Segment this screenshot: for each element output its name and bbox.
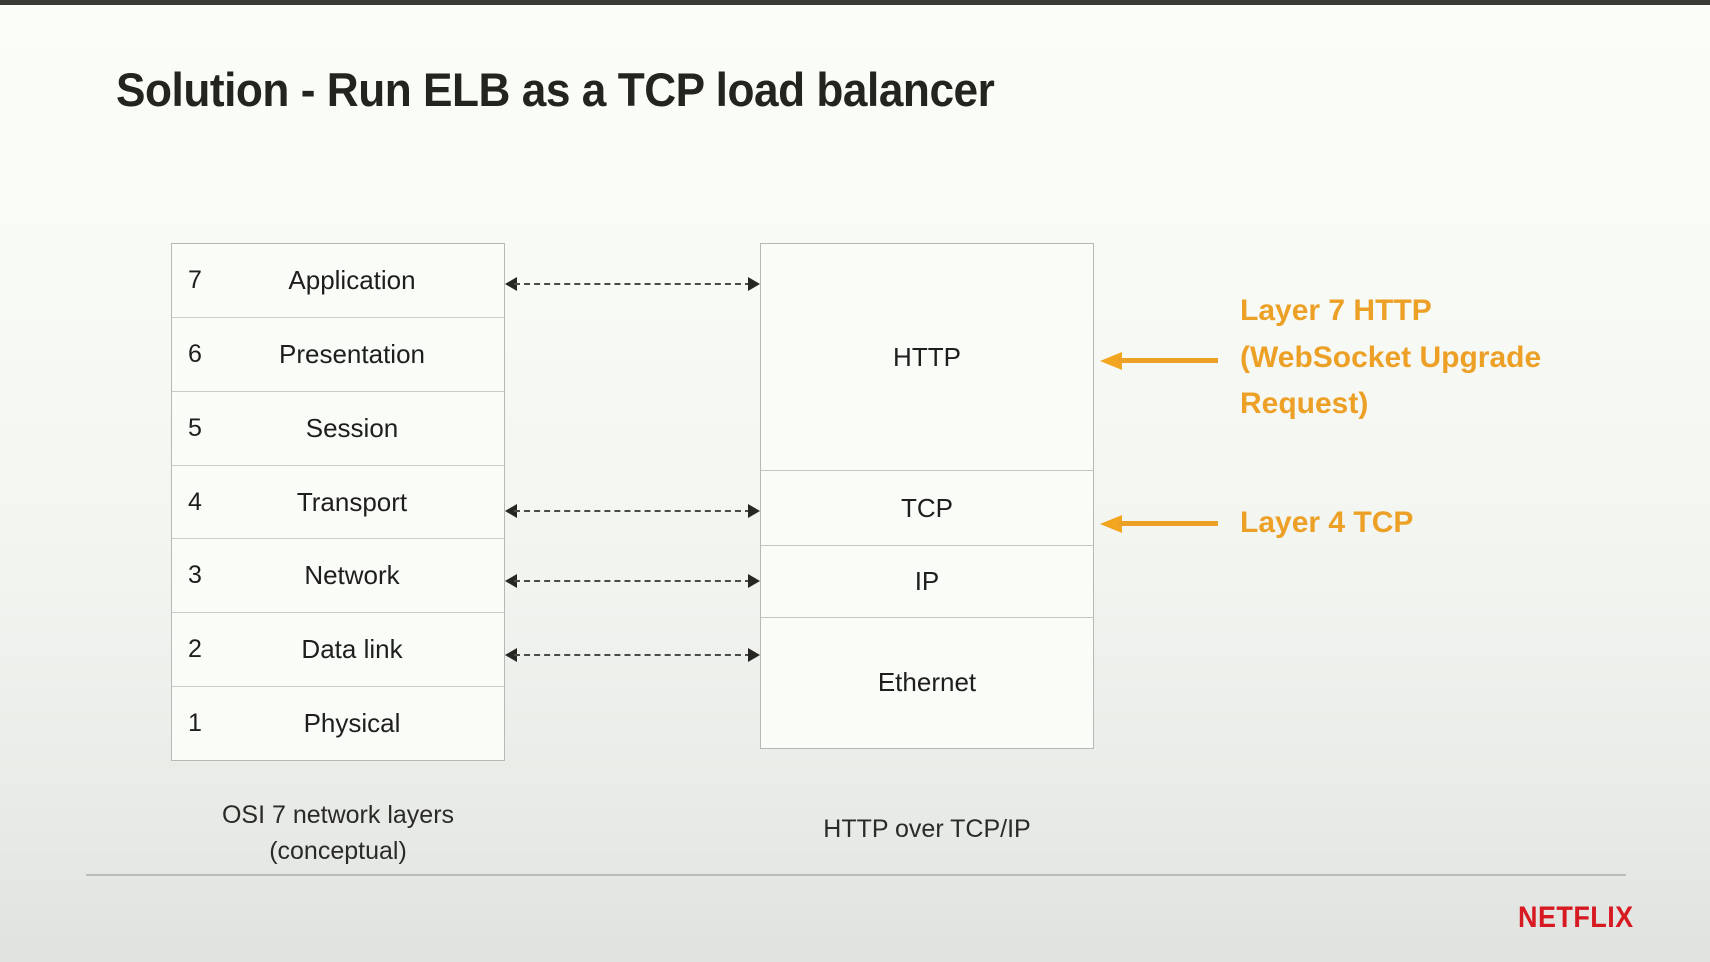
osi-layer-table: 7 Application 6 Presentation 5 Session 4… [171,243,505,761]
tcpip-segment-ip: IP [761,546,1093,618]
annotation-text: Layer 7 HTTP (WebSocket Upgrade Request) [1240,294,1542,420]
osi-layer-number: 1 [188,709,202,738]
dashed-line [514,510,751,512]
mapping-arrow-transport-tcp [505,504,760,518]
osi-layer-number: 3 [188,561,202,590]
osi-layer-label: Physical [303,708,401,739]
dashed-line [514,580,751,582]
osi-row-1: 1 Physical [172,687,504,760]
arrowhead-right-icon [748,648,760,662]
arrow-tip-icon [1100,351,1122,370]
arrow-shaft [1118,521,1218,527]
osi-row-7: 7 Application [172,244,504,318]
osi-layer-number: 6 [188,339,202,368]
mapping-arrow-network-ip [505,574,760,588]
arrowhead-left-icon [505,648,517,662]
arrowhead-right-icon [748,504,760,518]
osi-layer-number: 5 [188,413,202,442]
annotation-layer4-tcp: Layer 4 TCP [1100,500,1413,547]
mapping-arrow-datalink-ethernet [505,648,760,662]
osi-layer-label: Application [288,264,416,295]
tcpip-segment-tcp: TCP [761,471,1093,546]
arrowhead-left-icon [505,504,517,518]
dashed-line [514,654,751,656]
annotation-text: Layer 4 TCP [1240,506,1414,539]
osi-layer-label: Data link [301,634,403,665]
osi-layer-label: Transport [296,486,408,517]
osi-layer-label: Network [304,560,400,591]
arrowhead-left-icon [505,277,517,291]
arrowhead-right-icon [748,277,760,291]
osi-layer-label: Presentation [279,338,425,369]
tcpip-stack-caption: HTTP over TCP/IP [823,815,1031,843]
annotation-layer7-http: Layer 7 HTTP (WebSocket Upgrade Request) [1100,292,1541,428]
osi-stack-caption: OSI 7 network layers (conceptual) [221,801,455,865]
tcpip-segment-ethernet: Ethernet [877,667,977,697]
osi-row-2: 2 Data link [172,613,504,688]
mapping-arrow-application-http [505,277,760,291]
osi-row-4: 4 Transport [172,466,504,540]
tcpip-stack-box: HTTP TCP IP Ethernet [760,243,1094,749]
annotation-arrow-left-icon [1100,515,1218,534]
osi-layer-number: 4 [188,487,202,516]
osi-layer-label: Session [305,412,399,443]
annotation-arrow-left-icon [1100,351,1218,370]
osi-row-5: 5 Session [172,392,504,466]
arrowhead-right-icon [748,574,760,588]
osi-row-3: 3 Network [172,539,504,614]
netflix-logo: NETFLIX [1518,901,1634,934]
arrow-tip-icon [1100,515,1122,534]
dashed-line [514,283,751,285]
osi-row-6: 6 Presentation [172,318,504,392]
top-edge-bar [0,0,1710,5]
osi-layer-number: 7 [188,265,202,294]
arrow-shaft [1118,357,1218,363]
osi-layer-number: 2 [188,635,202,664]
footer-divider [86,874,1626,876]
tcpip-segment-http: HTTP [761,244,1093,471]
page-title: Solution - Run ELB as a TCP load balance… [116,63,995,116]
arrowhead-left-icon [505,574,517,588]
